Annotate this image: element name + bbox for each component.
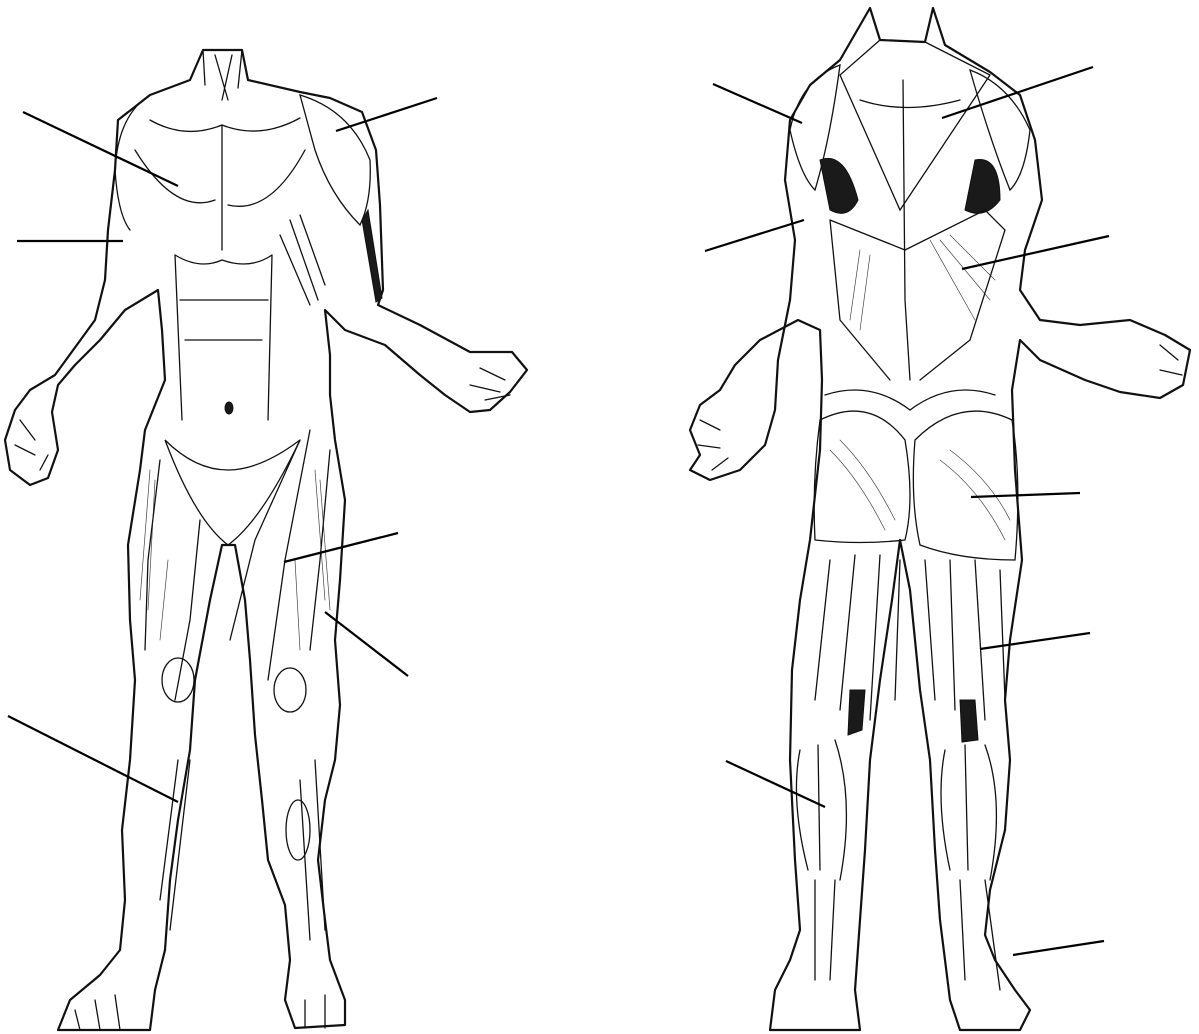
posterior-figure [690,8,1190,1030]
leader-line-9 [705,220,804,251]
leader-line-14 [1013,941,1104,955]
posterior-popliteal-left [848,690,865,735]
posterior-body-outline [690,8,1190,1030]
anterior-body-outline [5,50,527,1030]
anterior-figure [5,50,527,1030]
leader-line-7 [713,84,802,123]
anterior-navel [225,402,233,414]
posterior-popliteal-right [960,700,978,742]
